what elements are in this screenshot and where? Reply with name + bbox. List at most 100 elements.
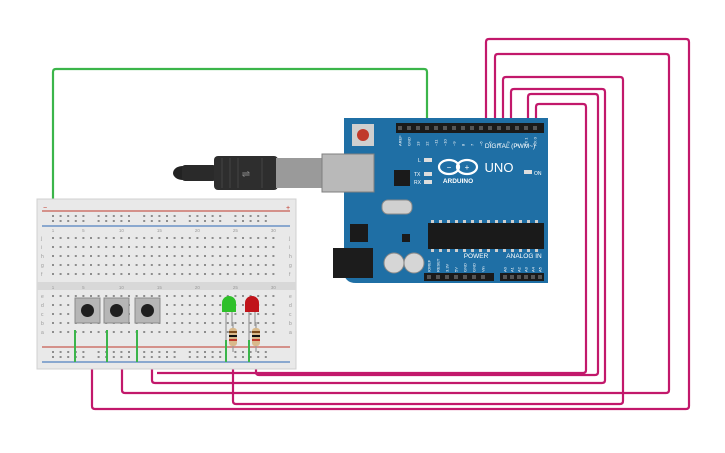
digital-pin[interactable] [461,126,465,130]
digital-pin[interactable] [506,126,510,130]
power-pin[interactable] [454,275,458,279]
digital-pin[interactable] [524,126,528,130]
column-number: 30 [271,285,277,290]
terminal-hole [128,237,130,239]
rail-hole [112,215,115,217]
analog-pin[interactable] [517,275,521,279]
digital-pin[interactable] [443,126,447,130]
terminal-hole [173,237,176,239]
row-letter: a [41,330,44,336]
green-led[interactable] [222,296,236,340]
column-number: 5 [82,228,85,233]
rail-hole [234,351,237,353]
rail-hole [173,356,176,358]
digital-pin[interactable] [452,126,456,130]
column-number: 30 [271,228,277,233]
rail-hole [105,220,108,222]
terminal-hole [82,237,85,239]
wire-pin3-to-led-red[interactable] [254,92,600,377]
terminal-hole [173,295,176,297]
terminal-hole [82,246,85,248]
pushbutton-2[interactable] [103,297,130,324]
power-pin[interactable] [472,275,476,279]
rail-hole [52,220,54,222]
digital-pin[interactable] [398,126,402,130]
usb-port [321,153,375,193]
terminal-hole [52,322,54,324]
pushbutton-1[interactable] [74,297,101,324]
terminal-hole [173,322,176,324]
digital-pin[interactable] [488,126,492,130]
row-letter: h [41,254,44,260]
rail-hole [249,215,252,217]
terminal-hole [112,255,115,257]
terminal-hole [112,273,115,275]
analog-pin[interactable] [531,275,535,279]
analog-pin[interactable] [538,275,542,279]
red-led[interactable] [245,296,259,340]
analog-pin[interactable] [503,275,507,279]
wire-pin6-to-button2[interactable] [120,52,671,395]
rail-hole [143,356,146,358]
analog-pin[interactable] [524,275,528,279]
terminal-hole [59,237,62,239]
power-pin[interactable] [463,275,467,279]
resistor-1[interactable] [229,322,237,352]
digital-pin[interactable] [407,126,411,130]
digital-pin[interactable] [515,126,519,130]
pushbutton-3[interactable] [134,297,161,324]
digital-pin[interactable] [434,126,438,130]
terminal-hole [120,295,123,297]
terminal-hole [196,246,199,248]
power-pin[interactable] [445,275,449,279]
analog-pin[interactable] [510,275,514,279]
terminal-hole [219,246,222,248]
power-pin[interactable] [436,275,440,279]
rail-hole [112,356,115,358]
column-number: 25 [233,285,239,290]
digital-pin[interactable] [470,126,474,130]
terminal-hole [264,246,267,248]
terminal-hole [90,295,92,297]
terminal-hole [234,313,237,315]
rail-hole [264,351,267,353]
digital-pin[interactable] [416,126,420,130]
column-number: 15 [157,228,163,233]
terminal-hole [181,273,184,275]
chip-pin [503,220,506,223]
on-led [524,170,532,174]
wire-gnd-to-rail[interactable] [51,67,429,207]
resistor-2[interactable] [252,322,260,352]
wire-pin4-to-button3[interactable] [150,87,607,385]
digital-pin[interactable] [425,126,429,130]
rail-hole [219,215,222,217]
digital-pin[interactable] [497,126,501,130]
rail-hole [166,356,168,358]
wire-pin2-to-rail[interactable] [157,102,588,375]
digital-pin[interactable] [479,126,483,130]
rail-hole [82,356,85,358]
digital-pin-label: 8 [461,143,466,146]
power-pin[interactable] [481,275,485,279]
terminal-hole [196,331,199,333]
terminal-hole [52,246,54,248]
terminal-hole [67,255,70,257]
terminal-hole [120,331,123,333]
chip-pin [535,249,538,252]
terminal-hole [150,255,153,257]
terminal-hole [120,273,123,275]
wire-pin7-to-button1[interactable] [90,37,691,411]
terminal-hole [272,322,275,324]
digital-pin[interactable] [533,126,537,130]
power-pin[interactable] [427,275,431,279]
terminal-hole [272,313,275,315]
terminal-hole [150,264,153,266]
rail-hole [188,356,191,358]
chip-pin [495,249,498,252]
row-letter: d [289,303,292,309]
jumper-wires[interactable] [74,330,250,362]
wire-pin5-to-led-green[interactable] [231,75,625,406]
terminal-hole [112,246,115,248]
